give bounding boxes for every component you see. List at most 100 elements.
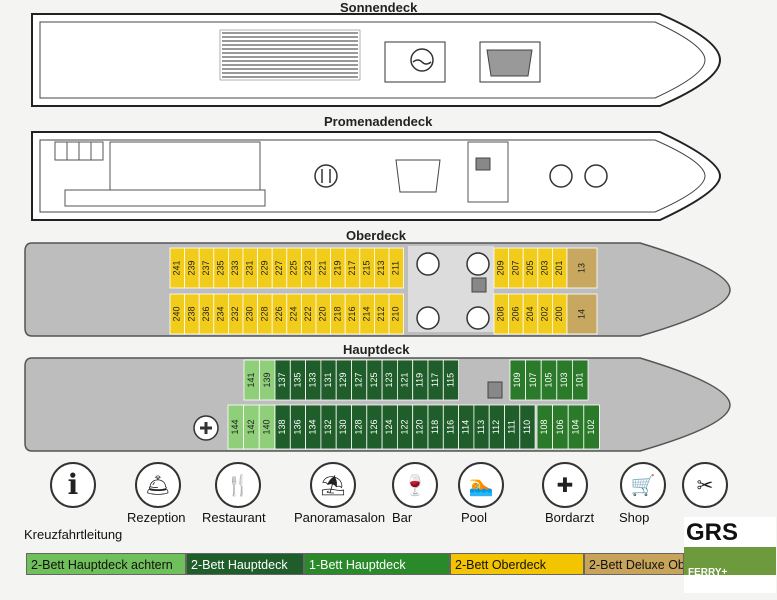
- cabin-number: 125: [369, 372, 379, 387]
- cabin-number: 115: [445, 373, 455, 387]
- cabin-number: 109: [512, 372, 522, 387]
- sonnendeck-title: Sonnendeck: [340, 0, 418, 15]
- cabin-number: 140: [261, 419, 271, 434]
- legend-label: Restaurant: [202, 510, 266, 525]
- legend-label: Panoramasalon: [294, 510, 386, 525]
- cabin-number: 116: [445, 420, 455, 434]
- cabin-number: 105: [543, 372, 553, 387]
- cabin-number: 236: [201, 306, 211, 321]
- cabin-number: 132: [323, 419, 333, 434]
- panorama-lounge-icon: ⛱: [310, 462, 356, 508]
- cabin-number: 209: [496, 260, 506, 275]
- legend-label: Shop: [619, 510, 650, 525]
- cabin-102[interactable]: [583, 404, 600, 450]
- cabin-number: 212: [376, 306, 386, 321]
- cabin-number: 213: [376, 260, 386, 275]
- logo-line2: CRUISE: [688, 579, 726, 590]
- cabin-number: 227: [274, 260, 284, 275]
- cabin-number: 207: [510, 260, 520, 275]
- cabin-number: 203: [539, 260, 549, 275]
- info-icon: i: [50, 462, 96, 508]
- cabin-number: 114: [461, 420, 471, 434]
- legend-label: Bar: [392, 510, 413, 525]
- cabin-number: 128: [354, 419, 364, 434]
- cabin-211[interactable]: [388, 247, 405, 289]
- cabin-key: 2-Bett Hauptdeck achtern: [26, 553, 186, 575]
- cabin-number: 142: [246, 419, 256, 434]
- cabin-number: 201: [554, 260, 564, 275]
- cabin-number: 111: [507, 420, 517, 434]
- cabin-number: 202: [539, 306, 549, 321]
- cabin-number: 130: [338, 419, 348, 434]
- bar-icon: [549, 164, 573, 188]
- cabin-number: 232: [230, 306, 240, 321]
- shop-icon-oberdeck: [416, 252, 440, 276]
- cabin-number: 224: [288, 306, 298, 321]
- cabin-number: 235: [215, 260, 225, 275]
- cabin-number: 221: [318, 260, 328, 275]
- cabin-number: 136: [292, 419, 302, 434]
- cabin-number: 208: [496, 306, 506, 321]
- cabin-key: 2-Bett Oberdeck: [450, 553, 584, 575]
- cabin-number: 122: [399, 419, 409, 434]
- cabin-number: 211: [391, 261, 401, 275]
- logo-name: GRS: [686, 519, 739, 546]
- cabin-number: 234: [215, 306, 225, 321]
- grs-logo: GRS FERRY+ CRUISE: [684, 517, 776, 593]
- cabin-number: 133: [308, 372, 318, 387]
- cabin-number: 107: [528, 372, 538, 387]
- cabin-number: 216: [347, 306, 357, 321]
- cabin-number: 112: [491, 420, 501, 434]
- cabin-key: 2-Bett Hauptdeck: [186, 553, 304, 575]
- cabin-number: 134: [308, 419, 318, 434]
- pool-swimmer-icon: 🏊: [458, 462, 504, 508]
- sonnendeck-outline: [31, 13, 722, 107]
- restaurant-icon: [314, 164, 338, 188]
- cabin-number: 222: [303, 306, 313, 321]
- hauptdeck-title: Hauptdeck: [343, 342, 410, 357]
- cabin-number: 13: [576, 263, 586, 273]
- doctor-cross-icon: ✚: [542, 462, 588, 508]
- cabin-number: 239: [186, 260, 196, 275]
- cabin-number: 117: [430, 373, 440, 387]
- pool-icon: [410, 48, 434, 72]
- cabin-210[interactable]: [388, 293, 405, 335]
- cabin-101[interactable]: [572, 359, 589, 401]
- cabin-number: 119: [415, 373, 425, 387]
- cabin-number: 104: [570, 419, 580, 434]
- cabin-number: 204: [525, 306, 535, 321]
- cabin-14[interactable]: [566, 293, 598, 335]
- cabin-number: 139: [262, 372, 272, 387]
- cabin-13[interactable]: [566, 247, 598, 289]
- cabin-number: 120: [415, 419, 425, 434]
- scissors-comb-icon: ✂: [682, 462, 728, 508]
- cabin-115[interactable]: [442, 359, 459, 401]
- cabin-number: 223: [303, 260, 313, 275]
- cabin-number: 240: [172, 306, 182, 321]
- cabin-number: 229: [259, 260, 269, 275]
- restaurant-cutlery-icon: 🍴: [215, 462, 261, 508]
- cabin-number: 102: [586, 419, 596, 434]
- cabin-number: 215: [361, 260, 371, 275]
- cabin-number: 118: [430, 420, 440, 434]
- cabin-number: 123: [384, 372, 394, 387]
- info-icon-oberdeck: [466, 252, 490, 276]
- cabin-number: 206: [510, 306, 520, 321]
- cabin-number: 218: [332, 306, 342, 321]
- cabin-number: 219: [332, 260, 342, 275]
- cabin-110[interactable]: [519, 404, 536, 450]
- cabin-number: 135: [292, 372, 302, 387]
- cabin-number: 129: [338, 372, 348, 387]
- cabin-number: 138: [277, 419, 287, 434]
- cabin-number: 144: [230, 419, 240, 434]
- legend-label: Pool: [461, 510, 488, 525]
- cabin-number: 14: [576, 309, 586, 319]
- cabin-number: 131: [323, 372, 333, 387]
- cabin-number: 106: [555, 419, 565, 434]
- bar-glasses-icon: 🍷: [392, 462, 438, 508]
- cabin-number: 225: [288, 260, 298, 275]
- cabin-key: 1-Bett Hauptdeck: [304, 553, 450, 575]
- cabin-key: 2-Bett Deluxe Ob: [584, 553, 684, 575]
